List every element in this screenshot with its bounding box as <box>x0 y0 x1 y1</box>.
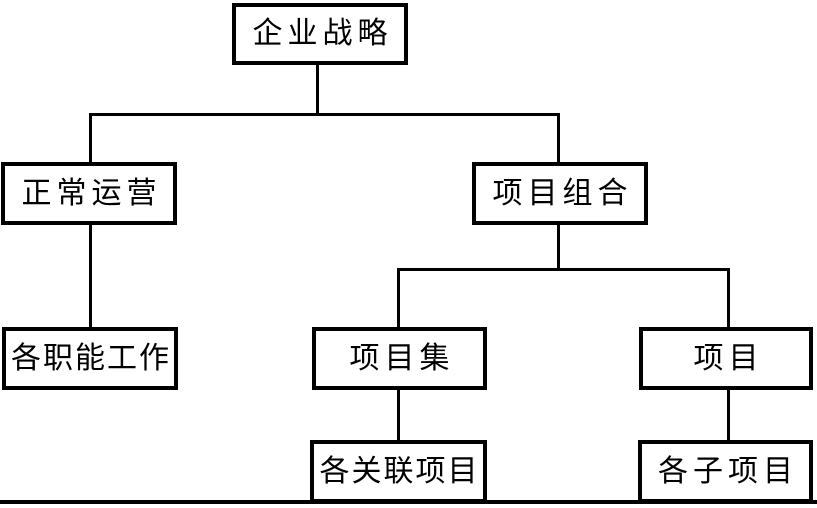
connector-operations-to-functional-work <box>89 223 92 330</box>
connector-level2-horizontal <box>397 268 730 271</box>
connector-to-project-portfolio <box>557 113 560 165</box>
connector-project-to-sub-projects <box>727 388 730 443</box>
node-functional-work: 各职能工作 <box>2 327 178 390</box>
node-program: 项目集 <box>312 327 487 390</box>
connector-to-project <box>727 268 730 330</box>
connector-portfolio-down <box>557 223 560 270</box>
node-program-label: 项目集 <box>349 340 455 376</box>
connector-strategy-down <box>316 63 319 116</box>
node-enterprise-strategy: 企业战略 <box>232 3 408 65</box>
node-normal-operations-label: 正常运营 <box>21 175 162 211</box>
connector-to-program <box>397 268 400 330</box>
node-related-projects-label: 各关联项目 <box>319 453 480 489</box>
node-project-portfolio-label: 项目组合 <box>492 175 633 211</box>
node-project-portfolio: 项目组合 <box>472 162 648 225</box>
node-enterprise-strategy-label: 企业战略 <box>252 16 393 51</box>
node-project-label: 项目 <box>693 340 764 376</box>
node-normal-operations: 正常运营 <box>1 162 177 225</box>
node-sub-projects-label: 各子项目 <box>658 453 798 489</box>
node-related-projects: 各关联项目 <box>310 440 487 503</box>
node-sub-projects: 各子项目 <box>638 440 813 503</box>
connector-to-normal-operations <box>89 113 92 165</box>
connector-program-to-related-projects <box>397 388 400 443</box>
connector-level1-horizontal <box>89 113 560 116</box>
node-functional-work-label: 各职能工作 <box>11 340 171 376</box>
node-project: 项目 <box>639 327 813 390</box>
